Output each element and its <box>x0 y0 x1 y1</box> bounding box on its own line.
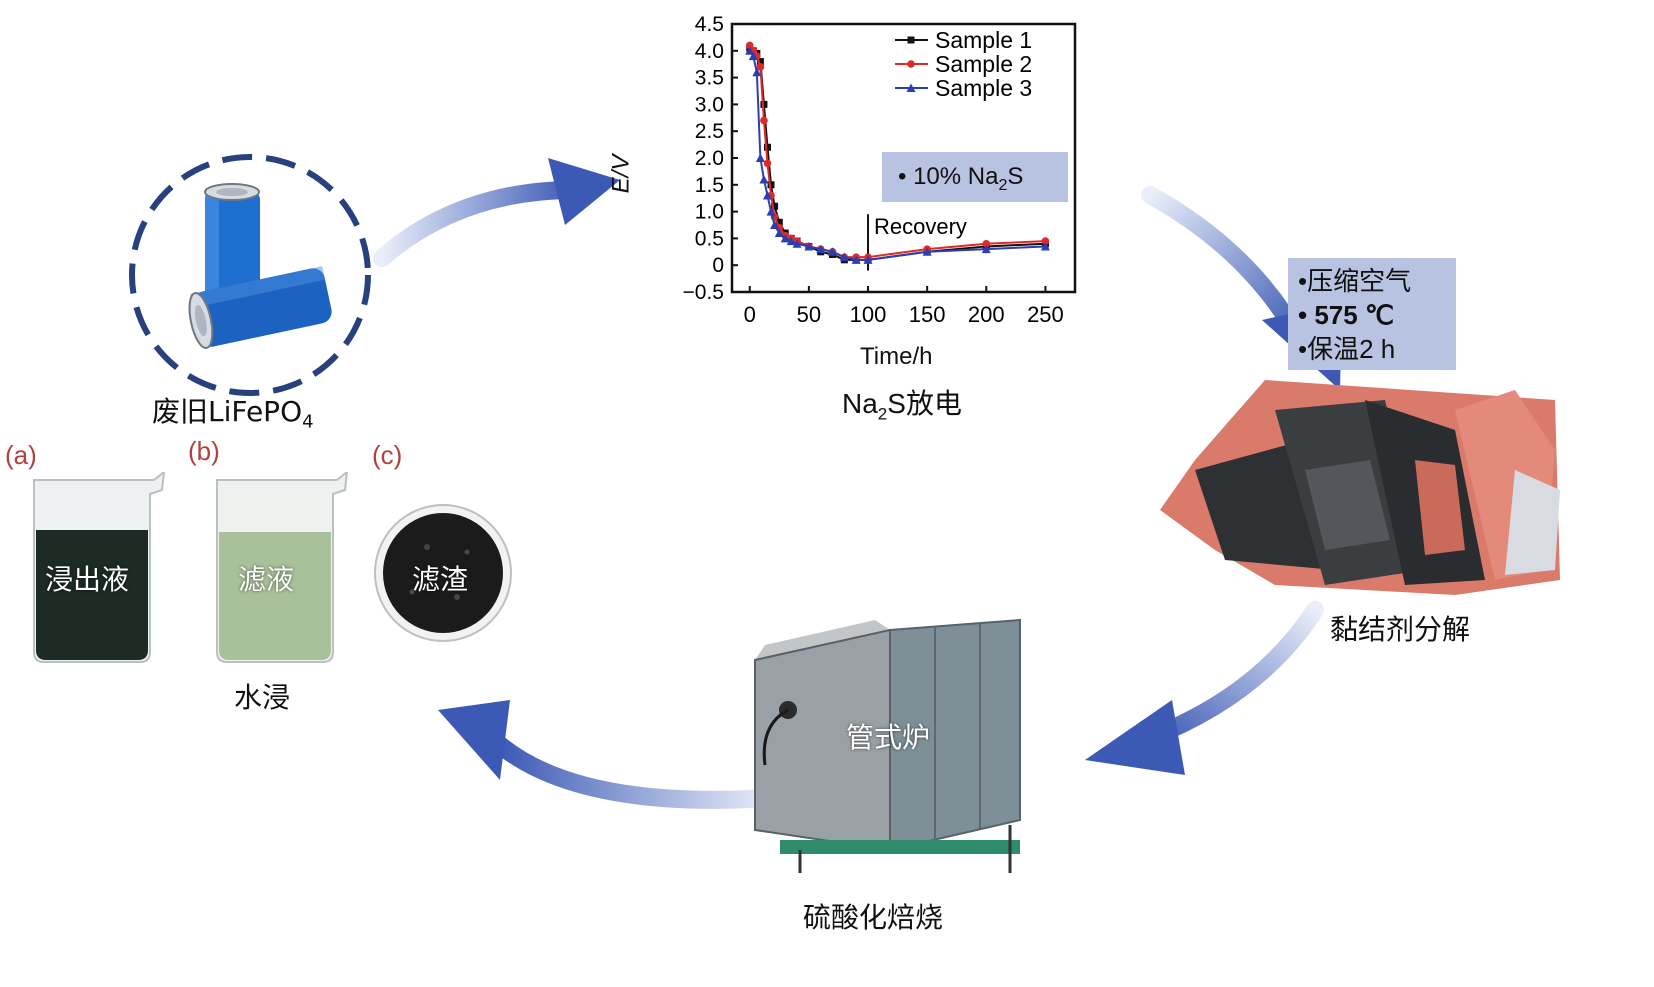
roast-conditions-box: •压缩空气 • 575 ℃ •保温2 h <box>1288 258 1456 370</box>
data-point-series-3 <box>766 207 776 216</box>
data-point-series-3 <box>774 228 784 238</box>
battery-illustration <box>129 154 371 396</box>
data-point-series-3 <box>839 252 849 262</box>
x-tick-label: 150 <box>909 302 946 327</box>
filter-residue-dish <box>374 504 512 642</box>
data-point-series-3 <box>755 153 765 162</box>
data-point-series-2 <box>760 116 768 125</box>
data-point-series-3 <box>762 191 772 200</box>
data-point-series-3 <box>748 51 758 61</box>
y-tick-label: 1.5 <box>695 174 724 197</box>
arrow-battery-to-chart <box>373 158 620 267</box>
arrow-furnace-to-leach <box>438 700 779 809</box>
legend-marker <box>907 60 915 68</box>
beaker-filtrate <box>216 472 349 663</box>
y-tick-label: 1.0 <box>695 201 724 224</box>
data-point-series-3 <box>792 239 802 248</box>
beaker-leachate <box>33 472 166 663</box>
data-point-series-1 <box>775 218 783 226</box>
y-tick-label: −0.5 <box>683 281 724 304</box>
legend-label: Sample 3 <box>935 75 1032 101</box>
discharge-chart: 4.5 4.0 3.5 3.0 2.5 2.0 1.5 1.0 0.5 0 −0.5 0 50 100 15… <box>607 10 1130 430</box>
data-point-series-3 <box>759 174 769 184</box>
y-tick-label: 2.5 <box>695 120 724 143</box>
data-point-series-1 <box>763 143 771 151</box>
furnace-label: 硫酸化焙烧 <box>803 901 944 934</box>
dashed-circle <box>129 154 371 396</box>
y-tick-label: 2.0 <box>695 147 724 170</box>
legend-marker <box>907 36 915 44</box>
data-point-series-3 <box>1040 241 1050 251</box>
chart-xlabel: Time/h <box>860 343 933 370</box>
legend-marker <box>906 83 916 92</box>
tag-a: (a) <box>5 440 37 470</box>
data-point-series-2 <box>982 239 991 248</box>
data-point-series-3 <box>816 244 826 254</box>
electrode-pieces-image <box>1160 380 1560 595</box>
data-point-series-3 <box>851 255 861 264</box>
leachate-label: 浸出液 <box>45 563 130 596</box>
filtrate-label: 滤液 <box>238 563 295 596</box>
tube-furnace-image <box>754 618 1021 873</box>
data-point-series-2 <box>1041 237 1050 245</box>
recovery-label: Recovery <box>874 214 967 239</box>
condition-air: •压缩空气 <box>1298 266 1412 296</box>
data-point-series-2 <box>763 159 772 168</box>
na2s-annotation-box: • 10% Na2S <box>882 152 1068 202</box>
data-point-series-3 <box>745 46 755 55</box>
y-tick-label: 4.5 <box>695 13 724 36</box>
x-tick-label: 250 <box>1027 302 1064 327</box>
battery-label: 废旧LiFePO4 <box>152 395 314 433</box>
data-point-series-3 <box>863 255 873 264</box>
data-point-series-3 <box>780 233 790 243</box>
tag-c: (c) <box>372 440 403 470</box>
battery-cell-icon <box>188 266 332 349</box>
data-point-series-1 <box>767 181 775 189</box>
data-point-series-3 <box>770 220 780 229</box>
legend-label: Sample 1 <box>935 27 1032 53</box>
y-tick-label: 3.5 <box>695 67 724 90</box>
chart-caption: Na2S放电 <box>842 388 962 424</box>
x-tick-label: 0 <box>744 302 756 327</box>
arrow-binder-to-furnace <box>1085 601 1324 775</box>
x-tick-label: 200 <box>968 302 1005 327</box>
data-point-series-1 <box>760 100 768 108</box>
data-point-series-3 <box>981 244 991 254</box>
chart-svg: 4.5 4.0 3.5 3.0 2.5 2.0 1.5 1.0 0.5 0 −0.5 0 50 100 15… <box>683 13 1077 327</box>
condition-hold: •保温2 h <box>1298 334 1396 364</box>
data-point-series-1 <box>756 58 764 66</box>
data-point-series-2 <box>745 41 754 50</box>
y-tick-label: 0 <box>712 254 724 277</box>
x-tick-label: 50 <box>797 302 821 327</box>
chart-ylabel: E/V <box>607 154 635 194</box>
data-point-series-1 <box>771 202 779 210</box>
y-tick-label: 0.5 <box>695 227 724 250</box>
y-tick-label: 4.0 <box>695 40 724 63</box>
data-point-series-3 <box>922 247 932 256</box>
tag-b: (b) <box>188 436 220 466</box>
y-tick-label: 3.0 <box>695 93 724 116</box>
battery-group: 废旧LiFePO4 <box>110 150 390 440</box>
x-tick-label: 100 <box>850 302 887 327</box>
data-point-series-3 <box>804 241 814 251</box>
data-point-series-3 <box>828 247 838 256</box>
data-point-series-2 <box>756 63 765 71</box>
binder-label: 黏结剂分解 <box>1330 613 1471 646</box>
water-leach-label: 水浸 <box>234 681 291 714</box>
condition-temperature: • 575 ℃ <box>1298 300 1395 330</box>
legend-label: Sample 2 <box>935 51 1032 77</box>
data-point-series-3 <box>752 67 762 77</box>
data-point-series-3 <box>786 236 796 246</box>
residue-label: 滤渣 <box>412 563 469 596</box>
furnace-overlay-label: 管式炉 <box>846 721 931 754</box>
